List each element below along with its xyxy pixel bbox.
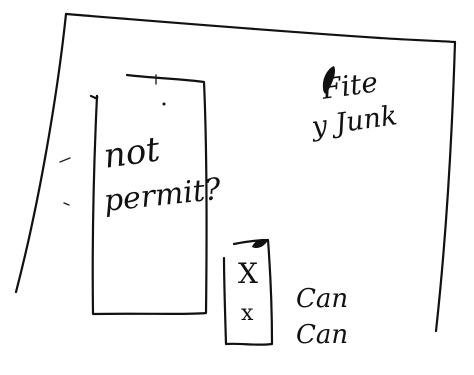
stray-mark-2 [63, 202, 70, 206]
side-label-2: Can [296, 320, 349, 350]
tall-panel-outline [91, 73, 208, 316]
side-label-1: Can [296, 284, 349, 314]
box-mark-1: X [238, 257, 258, 290]
outer-frame-left-edge [14, 12, 68, 294]
note-ink-blob [322, 66, 336, 94]
box-mark-2: x [241, 301, 254, 326]
small-box-ink-blob [252, 238, 268, 249]
small-box-outline [222, 238, 274, 346]
outer-frame-top-edge [64, 12, 457, 44]
outer-frame-right-edge [434, 40, 457, 333]
note-top-line1: Fite [319, 65, 380, 106]
panel-label-line1: not [101, 129, 163, 177]
tall-panel-dot [162, 102, 166, 106]
stray-mark-1 [59, 157, 71, 163]
tall-panel-left-stroke [89, 94, 99, 100]
